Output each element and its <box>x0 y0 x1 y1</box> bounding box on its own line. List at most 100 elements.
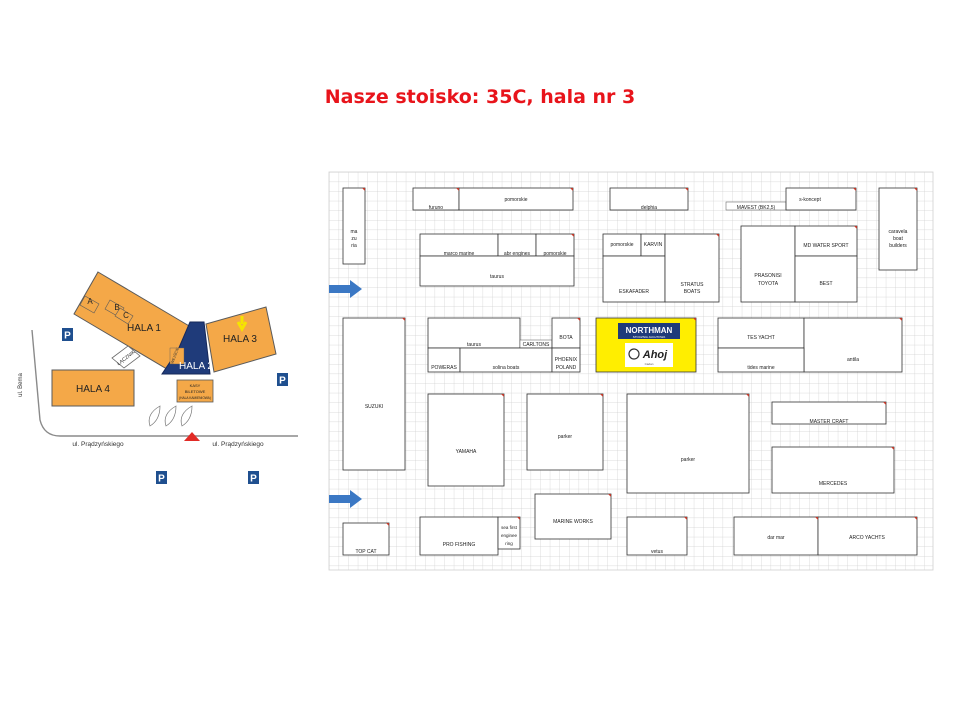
booth-label: MASTER CRAFT <box>810 419 849 425</box>
booth-phoenix-poland[interactable]: PHOENIX POLAND <box>551 347 581 373</box>
booth-label: pomorskie <box>610 242 633 248</box>
booth-parker-large[interactable]: parker <box>626 393 750 494</box>
hall-4[interactable]: HALA 4 <box>51 369 135 407</box>
booth-marine-works[interactable]: MARINE WORKS <box>534 493 612 540</box>
floor-plan: ma zu ria furuno pomorskie delphia MAVES… <box>328 171 934 571</box>
booth-stratus[interactable]: STRATUS BOATS <box>664 233 720 303</box>
booth-label: MAVEST (BK2,5) <box>737 205 776 211</box>
sub-area-c: C <box>123 311 129 320</box>
booth-label: BOATS <box>684 289 701 295</box>
booth-bota[interactable]: BOTA <box>551 317 581 349</box>
ahoj-logo <box>625 343 673 367</box>
booth-vetus[interactable]: vetus <box>626 516 688 556</box>
booth-label: ma <box>351 229 358 235</box>
booth-marco-marine[interactable]: marco marine <box>419 233 499 257</box>
booth-label: pomorskie <box>543 251 566 257</box>
entrance-label: WEJŚCIE <box>169 346 180 364</box>
booth-sea-first-engineering[interactable]: sea first enginee ring <box>497 516 521 550</box>
sub-area-a: A <box>87 297 93 306</box>
booth-mavest[interactable]: MAVEST (BK2,5) <box>725 201 787 211</box>
parking-icon: P <box>277 373 288 387</box>
booth-karvin[interactable]: KARVIN <box>640 233 666 257</box>
booth-abr-engines[interactable]: abr engines <box>497 233 537 257</box>
hall-3-label: HALA 3 <box>223 334 257 345</box>
booth-label: builders <box>889 243 907 249</box>
booth-label: ARCO YACHTS <box>849 535 885 541</box>
booth-masura[interactable]: ma zu ria <box>342 187 366 265</box>
booth-label: tides marine <box>747 365 774 371</box>
booth-corner-markers <box>362 188 917 526</box>
booth-pomorskie-mid[interactable]: pomorskie <box>535 233 575 257</box>
booth-parker-small[interactable]: parker <box>526 393 604 471</box>
ticket-office-line2: BILETOWE <box>185 389 206 394</box>
booth-taurus-top[interactable]: taurus <box>419 255 575 287</box>
road-outline <box>31 329 298 437</box>
booth-label: parker <box>681 457 696 463</box>
booth-label: sea first <box>501 525 518 530</box>
booth-highlight-northman[interactable]: NORTHMAN STOCZNIA JACHTOWA Ahoj Cadan <box>595 317 697 373</box>
booth-sikoncept[interactable]: s-koncept <box>785 187 857 211</box>
down-arrow-icon <box>236 316 248 333</box>
booth-label: boat <box>893 236 903 242</box>
booth-tides-marine[interactable]: tides marine <box>717 347 805 373</box>
highlight-logo: Ahoj <box>642 349 668 361</box>
booth-tes-yacht[interactable]: TES YACHT <box>717 317 805 349</box>
booth-label: BEST <box>819 281 832 287</box>
booth-label: TOP CAT <box>355 549 376 555</box>
booth-caravela[interactable]: caravela boat builders <box>878 187 918 271</box>
booth-label: BOTA <box>559 335 573 341</box>
ticket-office[interactable]: KASY BILETOWE (HALA KAMIENIOWA) <box>176 379 214 403</box>
booth-label: MERCEDES <box>819 481 848 487</box>
booth-label: MD WATER SPORT <box>803 243 848 249</box>
booth-eskafader[interactable]: ESKAFADER <box>602 255 666 303</box>
booth-label: TES YACHT <box>747 335 775 341</box>
booth-pomorskie-left[interactable]: pomorskie <box>602 233 642 257</box>
booth-label: PRASONISI <box>754 273 781 279</box>
booth-poweras[interactable]: POWERAS <box>427 347 461 373</box>
booth-label: MARINE WORKS <box>553 519 593 525</box>
booth-label: ria <box>351 243 357 249</box>
booth-carltons[interactable]: CARLTONS <box>519 339 553 349</box>
booth-dar-mar[interactable]: dar mar <box>733 516 819 556</box>
booth-solina-boats[interactable]: solina boats <box>459 347 553 373</box>
booth-label: dar mar <box>767 535 785 541</box>
booth-master-craft[interactable]: MASTER CRAFT <box>771 401 887 425</box>
booth-suzuki[interactable]: SUZUKI <box>342 317 406 471</box>
highlight-brand: NORTHMAN <box>626 326 673 335</box>
booth-yamaha[interactable]: YAMAHA <box>427 393 505 487</box>
booth-antila[interactable]: antila <box>803 317 903 373</box>
svg-text:P: P <box>64 331 71 342</box>
helm-icon <box>628 348 640 360</box>
location-marker-icon <box>184 432 200 441</box>
booth-pro-fishing[interactable]: PRO FISHING <box>419 516 499 556</box>
booth-top-cat[interactable]: TOP CAT <box>342 522 390 556</box>
booth-taurus-mid[interactable]: taurus <box>427 317 521 349</box>
booth-label: enginee <box>501 533 518 538</box>
hall-3[interactable]: HALA 3 <box>205 306 277 373</box>
booth-label: s-koncept <box>799 197 821 203</box>
right-arrow-icon <box>329 490 362 508</box>
svg-text:P: P <box>279 376 286 387</box>
booth-furuno[interactable]: furuno <box>412 187 460 211</box>
booth-best[interactable]: BEST <box>794 255 858 303</box>
parking-icon: P <box>248 471 259 485</box>
booth-md-water-sport[interactable]: MD WATER SPORT <box>794 225 858 257</box>
booth-label: taurus <box>490 274 504 280</box>
booth-prasonisi[interactable]: PRASONISI TOYOTA <box>740 225 796 303</box>
booth-delphia[interactable]: delphia <box>609 187 689 211</box>
highlight-logo-sub: Cadan <box>645 362 654 366</box>
booth-label: POLAND <box>556 365 577 371</box>
booth-label: ring <box>505 541 513 546</box>
booth-label: taurus <box>467 342 481 348</box>
hall-2[interactable]: WEJŚCIE HALA 2 <box>161 321 213 375</box>
booth-mercedes[interactable]: MERCEDES <box>771 446 895 494</box>
sub-area-b: B <box>114 303 119 312</box>
booth-pomorskie-top[interactable]: pomorskie <box>458 187 574 211</box>
booth-arco-yachts[interactable]: ARCO YACHTS <box>817 516 918 556</box>
booth-label: abr engines <box>504 251 531 257</box>
booth-label: marco marine <box>444 251 475 257</box>
booth-label: pomorskie <box>504 197 527 203</box>
northman-logo <box>618 323 680 339</box>
parking-icon: P <box>156 471 167 485</box>
